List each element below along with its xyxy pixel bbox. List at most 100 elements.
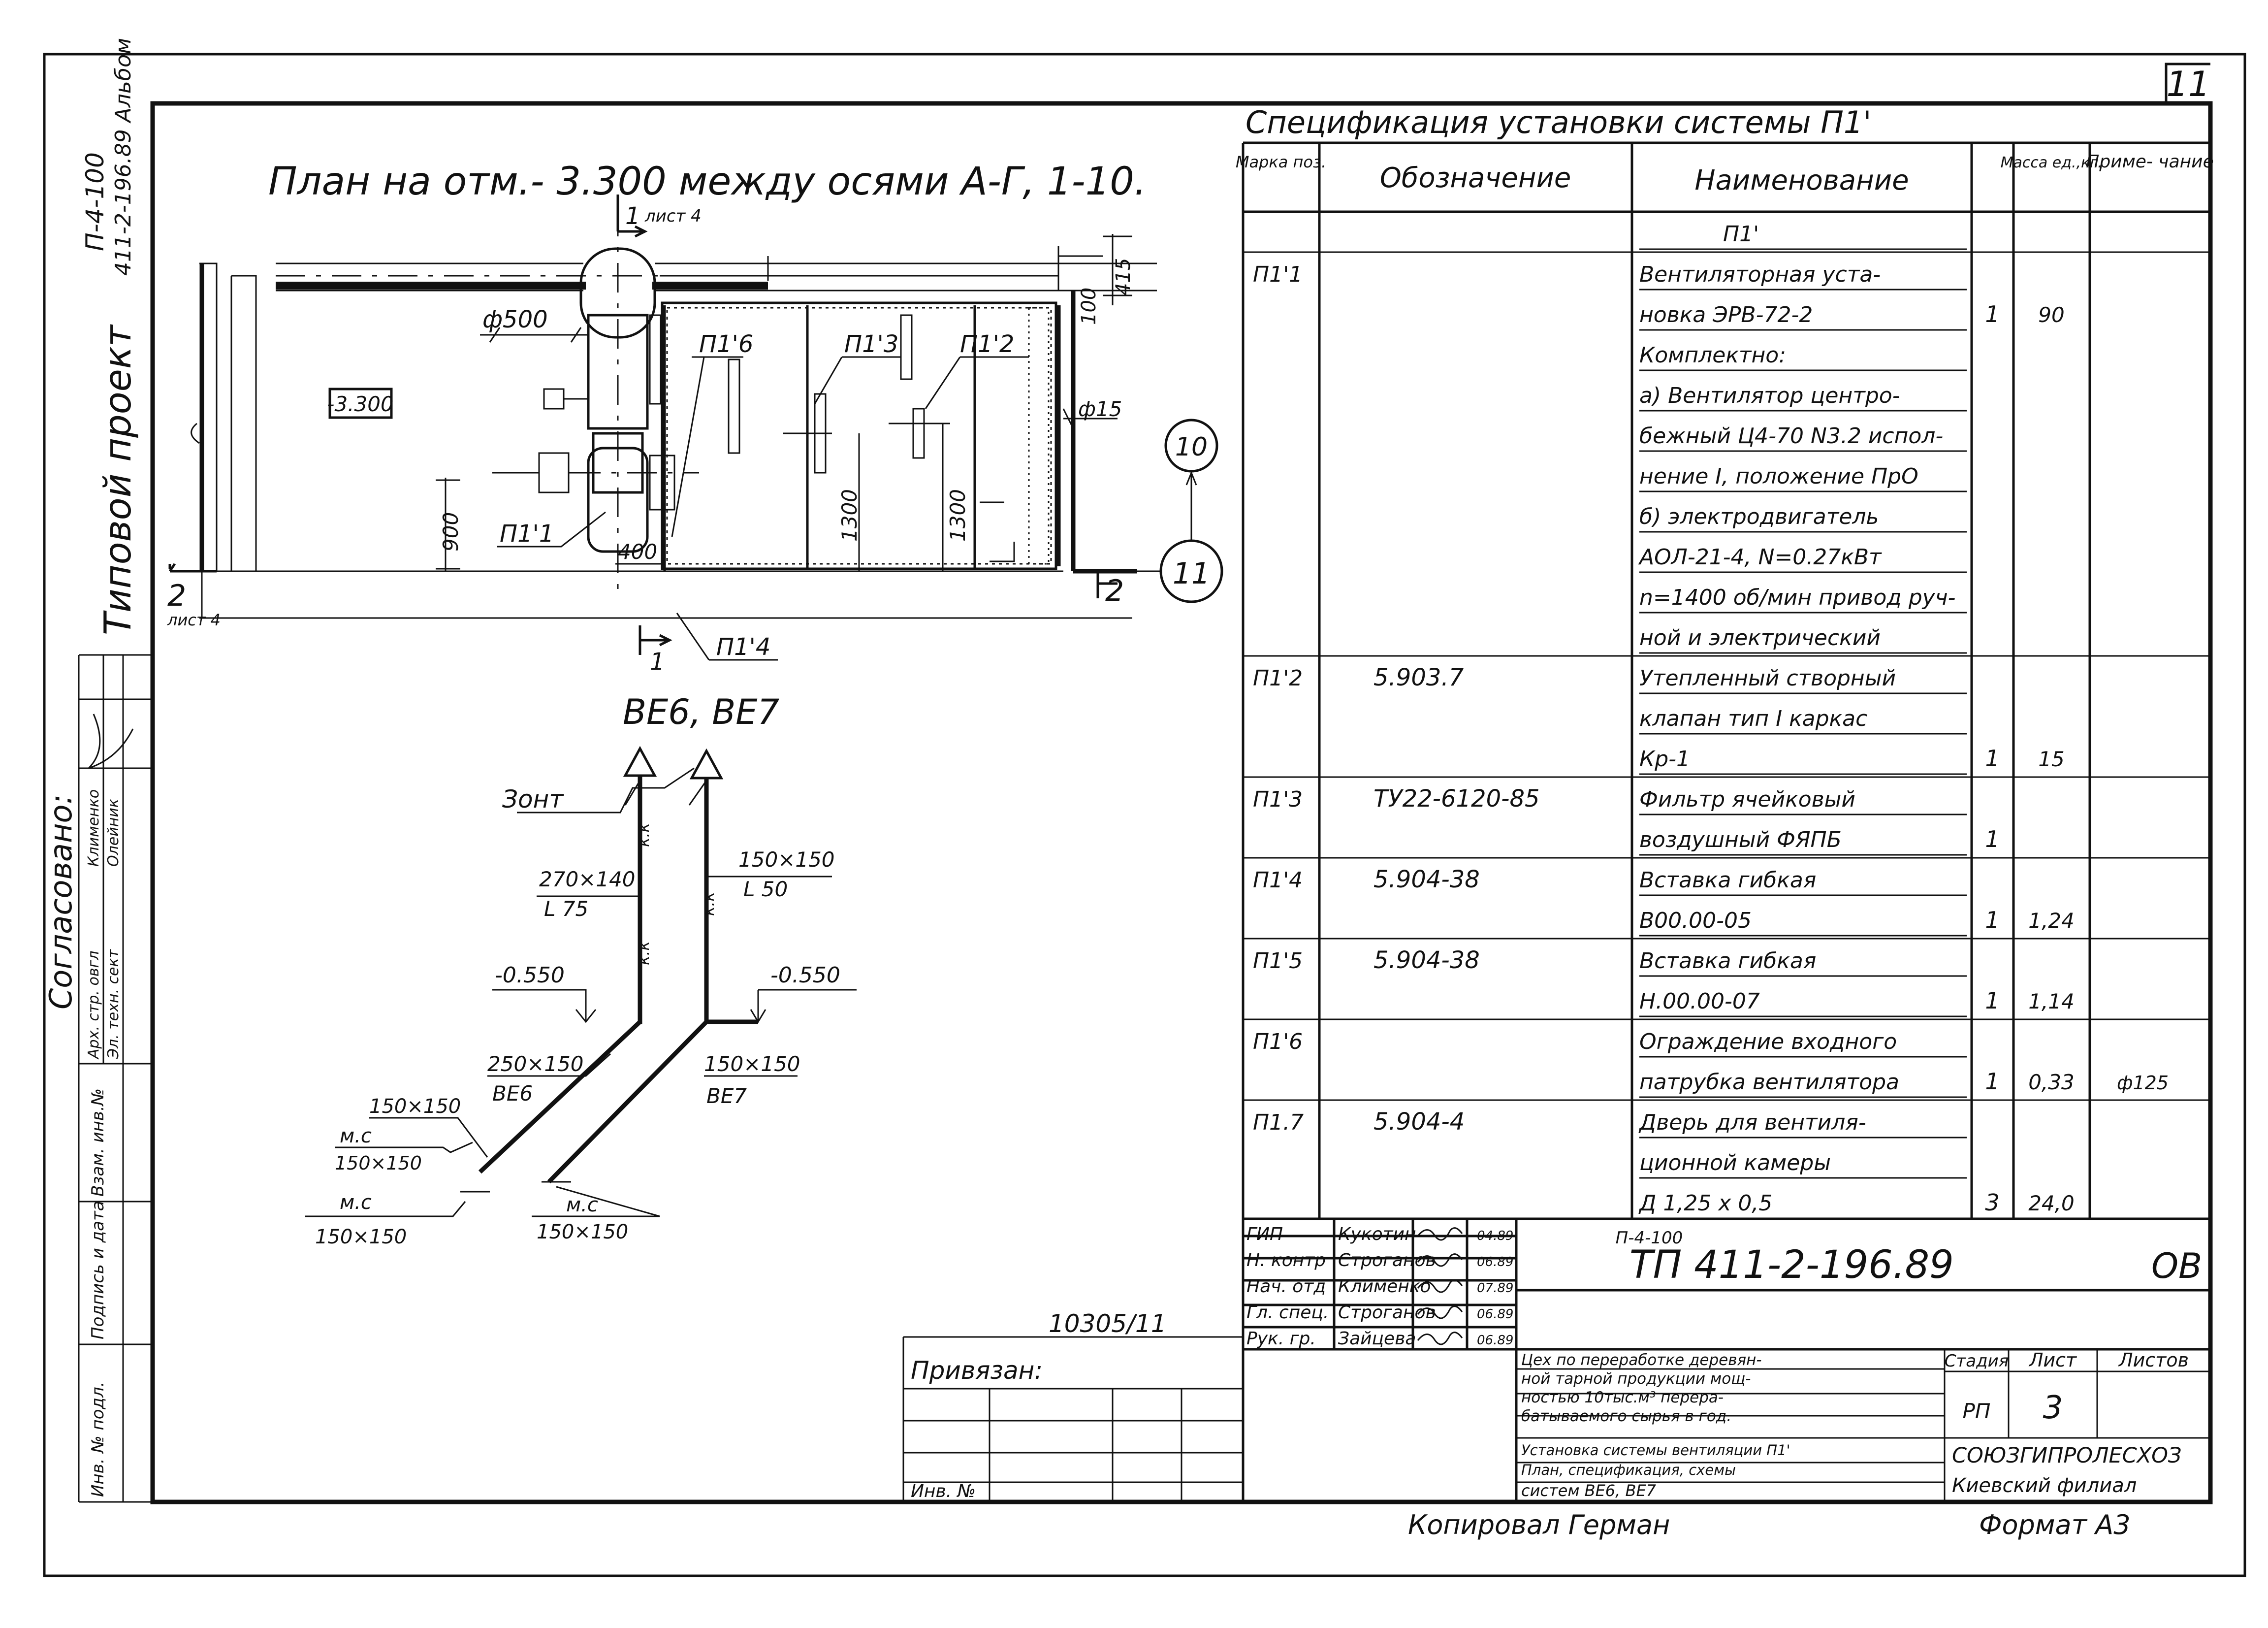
spec-cell: патрубка вентилятора xyxy=(1639,1070,1899,1095)
callout-p12: П1'2 xyxy=(960,330,1014,358)
stamp-grid xyxy=(78,654,154,1503)
elevation-box xyxy=(328,388,393,419)
section-mark-1-bottom: 1 xyxy=(650,648,665,676)
footer-copied: Копировал Герман xyxy=(1408,1509,1670,1540)
spec-title: Спецификация установки системы П1' xyxy=(1246,104,1871,140)
exhaust-hoods xyxy=(623,746,724,780)
stage-header: Стадия xyxy=(1945,1351,2009,1371)
section-sheet-1-top: лист 4 xyxy=(644,206,702,226)
signer-cell: 06.89 xyxy=(1477,1307,1513,1322)
stamp-row-1: Арх. стр. овгл xyxy=(85,951,102,1060)
signer-cell: Строганов xyxy=(1338,1250,1436,1270)
signer-cell: Клименко xyxy=(1338,1276,1431,1297)
dim-diameter-500: ф500 xyxy=(482,306,548,333)
sheet-value: 3 xyxy=(2043,1390,2063,1426)
scheme-elev-right: -0.550 xyxy=(770,963,840,988)
project-type-text: Типовой проект xyxy=(96,324,139,635)
scheme-label-150x150-top: 150×150 xyxy=(738,847,835,872)
inventory-col-2: Подпись и дата xyxy=(88,1201,108,1339)
scheme-label-be7: ВЕ7 xyxy=(706,1084,747,1108)
spec-cell: Вставка гибкая xyxy=(1639,868,1816,893)
spec-cell: В00.00-05 xyxy=(1639,908,1752,933)
signer-cell: Н. контр xyxy=(1246,1250,1326,1270)
dim-1300-b: 1300 xyxy=(946,489,970,542)
object-line-1: Цех по переработке деревян- xyxy=(1521,1351,1762,1369)
signer-cell: Кукотин xyxy=(1338,1224,1416,1244)
inventory-col-3: Взам. инв.№ xyxy=(88,1088,108,1197)
org-line-2: Киевский филиал xyxy=(1952,1474,2137,1497)
signer-cell: 06.89 xyxy=(1477,1255,1513,1270)
spec-cell: Ограждение входного xyxy=(1639,1029,1897,1054)
spec-cell: 5.904-38 xyxy=(1374,866,1480,893)
spec-header-name: Наименование xyxy=(1694,164,1909,196)
spec-cell: ф125 xyxy=(2117,1072,2169,1094)
callout-p14: П1'4 xyxy=(716,633,770,661)
spec-header-mass: Масса ед.,кг. xyxy=(2001,154,2103,171)
scheme-label-be6: ВЕ6 xyxy=(492,1081,533,1106)
signature-mark xyxy=(1417,1279,1463,1293)
spec-cell: Н.00.00-07 xyxy=(1639,989,1760,1014)
signature-mark xyxy=(1417,1227,1463,1241)
footer-format: Формат А3 xyxy=(1979,1509,2131,1540)
scheme-label-ms-3: м.с xyxy=(566,1194,598,1216)
spec-cell: Д 1,25 х 0,5 xyxy=(1638,1191,1772,1216)
scheme-label-270x140: 270×140 xyxy=(539,867,636,891)
outer-border xyxy=(43,53,2246,1577)
object-line-4: батываемого сырья в год. xyxy=(1521,1407,1731,1425)
spec-header-mark: Марка поз. xyxy=(1236,153,1326,171)
spec-cell: ТУ22-6120-85 xyxy=(1374,785,1540,813)
spec-cell: П1'6 xyxy=(1253,1029,1303,1054)
spec-cell: нение I, положение ПрО xyxy=(1639,464,1918,489)
binding-inventory: Инв. № xyxy=(911,1481,976,1501)
scheme-elev-left: -0.550 xyxy=(495,963,565,988)
spec-cell: 3 xyxy=(1985,1189,1999,1216)
stamp-signature xyxy=(88,714,134,769)
spec-cell: клапан тип I каркас xyxy=(1639,706,1867,731)
signature-mark xyxy=(1417,1253,1463,1267)
spec-cell: 24,0 xyxy=(2028,1191,2075,1215)
spec-cell: новка ЭРВ-72-2 xyxy=(1639,302,1813,327)
scheme-label-250x150: 250×150 xyxy=(487,1052,584,1076)
spec-cell: АОЛ-21-4, N=0.27кВт xyxy=(1638,545,1882,570)
stamp-row-2: Эл. техн. сект xyxy=(105,948,122,1059)
scheme-label-l50: L 50 xyxy=(743,877,788,901)
spec-cell: 5.904-4 xyxy=(1374,1108,1465,1136)
agreed-label: Согласовано: xyxy=(43,794,79,1009)
spec-cell: 5.904-38 xyxy=(1374,946,1480,974)
signer-cell: Гл. спец. xyxy=(1246,1302,1329,1323)
spec-cell: 15 xyxy=(2038,747,2064,771)
title-mark: ОВ xyxy=(2151,1246,2202,1286)
spec-cell: Утепленный створный xyxy=(1639,666,1896,691)
dim-100: 100 xyxy=(1078,288,1100,325)
spec-cell: Вставка гибкая xyxy=(1639,948,1816,974)
inner-frame xyxy=(150,101,2213,1504)
spec-cell: ной и электрический xyxy=(1639,625,1881,651)
spec-cell: 1 xyxy=(1985,301,1999,327)
spec-cell: 1 xyxy=(1985,1068,1999,1095)
scheme-label-ms-1: м.с xyxy=(340,1125,372,1147)
scheme-kk-2: к.к xyxy=(699,892,718,916)
sheet-title-line-1: Установка системы вентиляции П1' xyxy=(1521,1442,1790,1459)
dim-diameter-15: ф15 xyxy=(1078,397,1122,421)
spec-cell: Вентиляторная уста- xyxy=(1639,262,1881,287)
org-line-1: СОЮЗГИПРОЛЕСХОЗ xyxy=(1952,1443,2182,1468)
stamp-name-1: Клименко xyxy=(85,789,102,867)
scheme-label-150x150-ms3: 150×150 xyxy=(537,1221,628,1243)
object-line-2: ной тарной продукции мощ- xyxy=(1521,1370,1751,1388)
spec-cell: 1 xyxy=(1985,826,1999,852)
scheme-label-150x150-be7: 150×150 xyxy=(704,1052,800,1076)
spec-cell: 1,14 xyxy=(2028,989,2075,1013)
spec-header-note: Приме- чание xyxy=(2086,152,2213,172)
spec-cell: 1 xyxy=(1985,907,1999,933)
spec-cell: Комплектно: xyxy=(1639,343,1786,368)
scheme-label-150x150-branch: 150×150 xyxy=(369,1095,461,1118)
spec-cell: бежный Ц4-70 N3.2 испол- xyxy=(1639,423,1943,449)
title-code-small: П-4-100 xyxy=(1616,1228,1683,1248)
binding-label: Привязан: xyxy=(911,1356,1043,1385)
scheme-title: ВЕ6, ВЕ7 xyxy=(623,692,779,732)
sheets-header: Листов xyxy=(2118,1349,2189,1371)
stage-value: РП xyxy=(1963,1399,1991,1423)
